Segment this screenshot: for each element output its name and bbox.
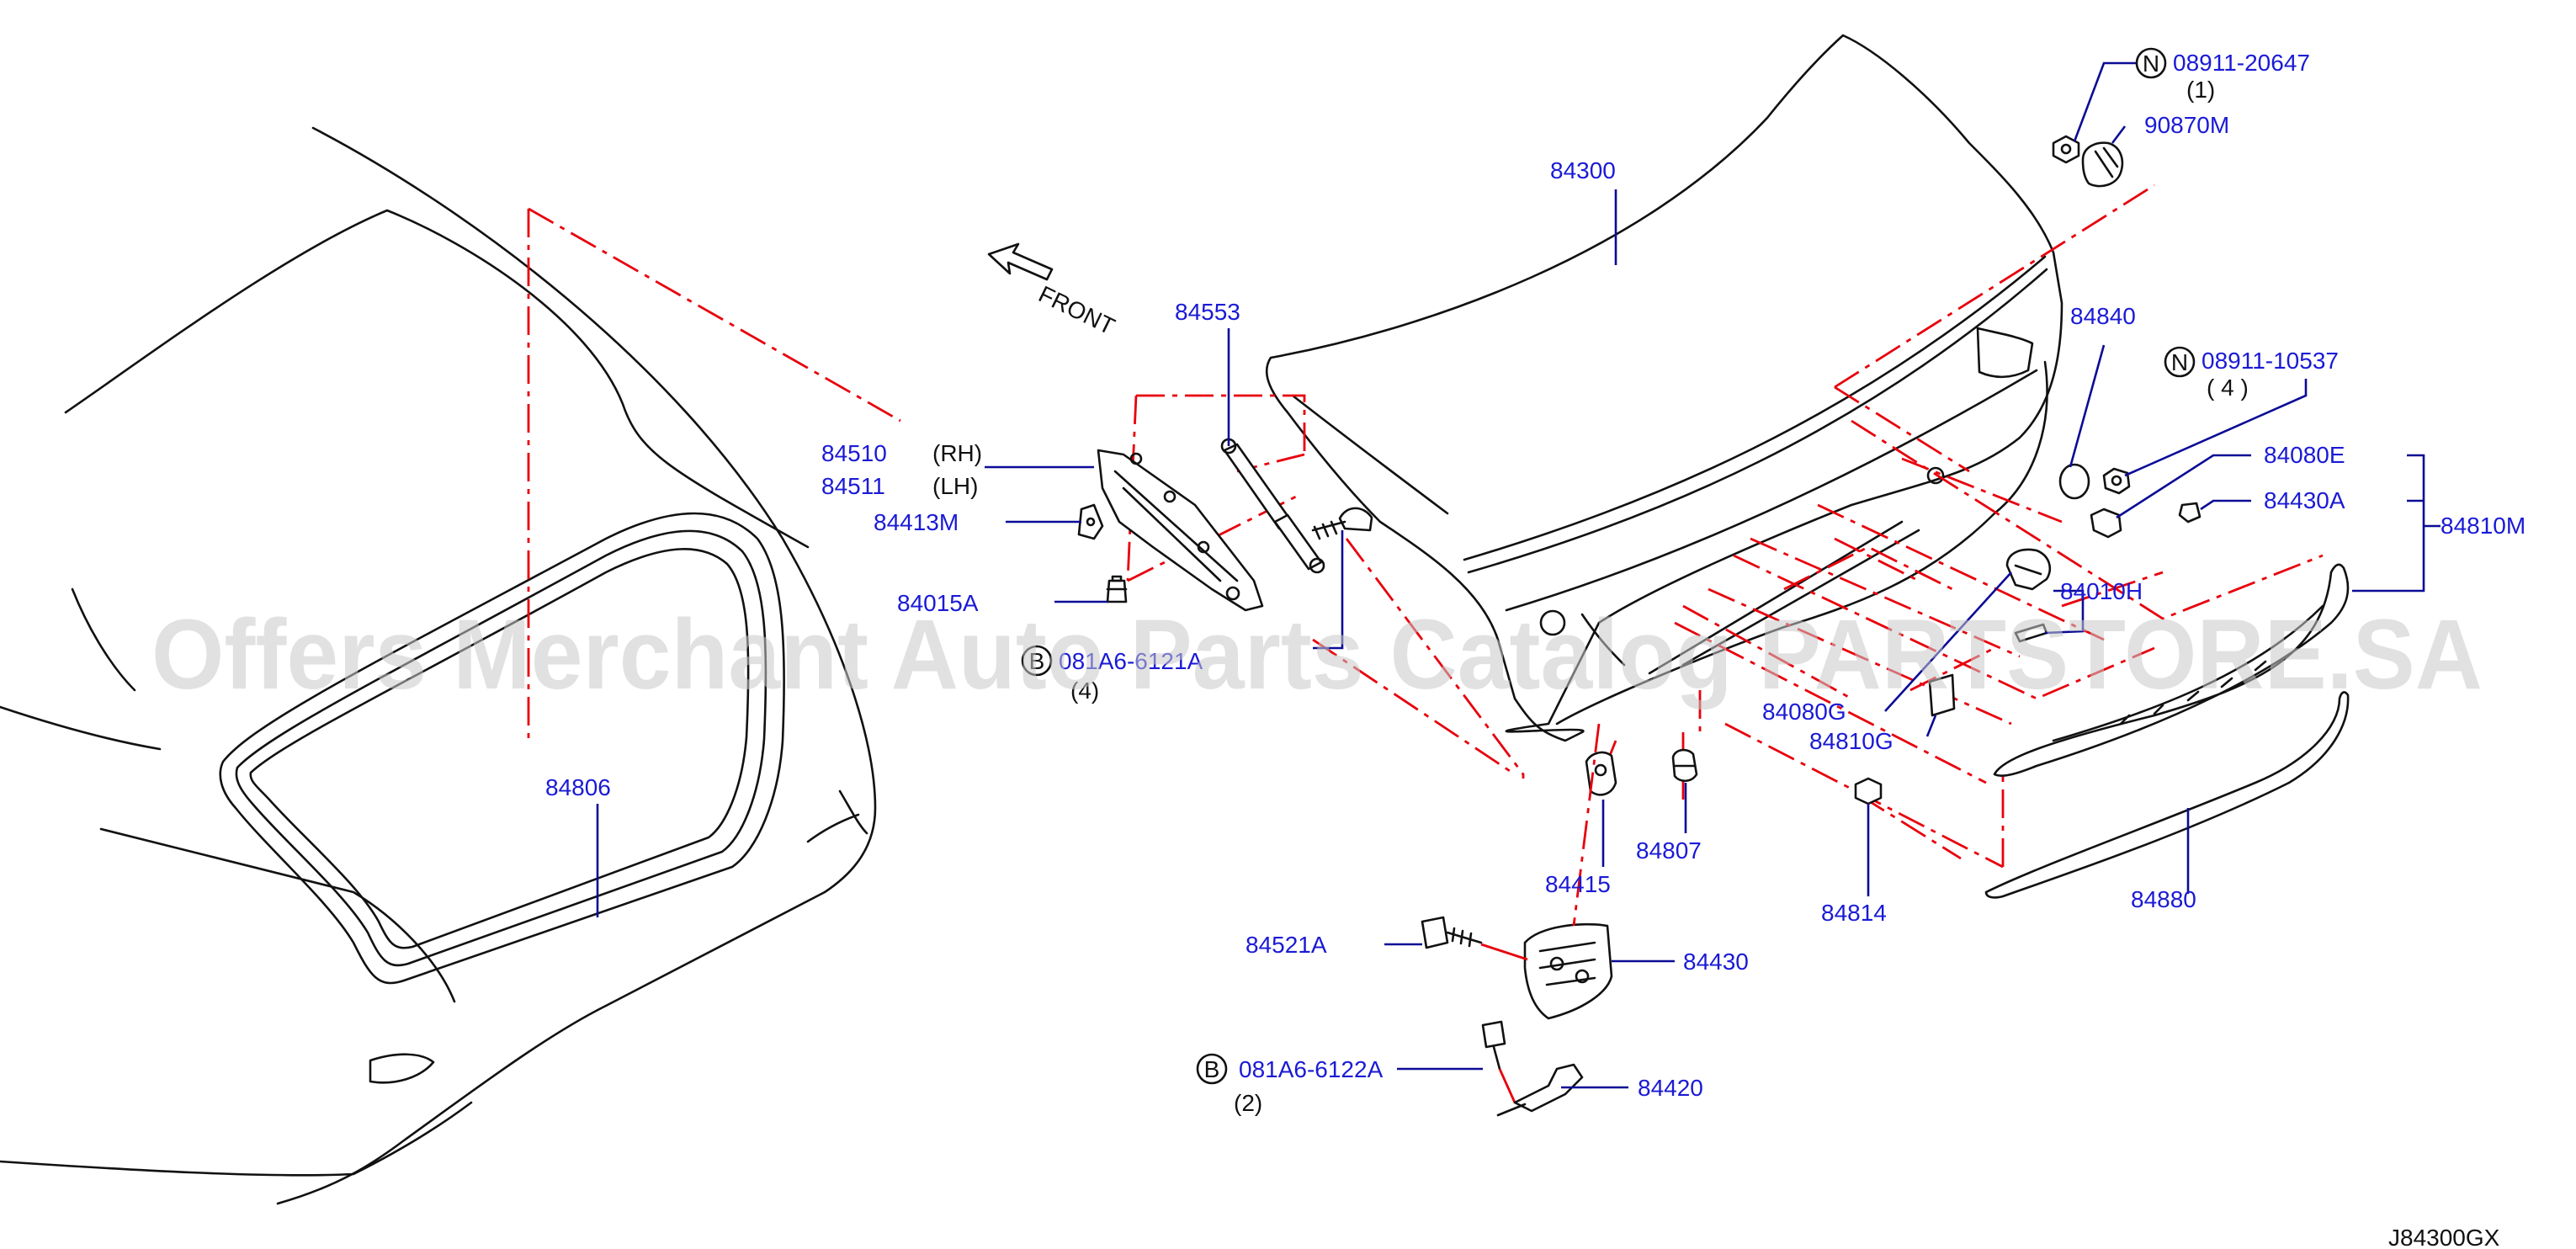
label-84015a[interactable]: 84015A <box>897 590 979 616</box>
label-84840[interactable]: 84840 <box>2070 303 2136 329</box>
label-84413m[interactable]: 84413M <box>874 509 959 535</box>
label-84810g[interactable]: 84810G <box>1809 728 1893 754</box>
label-84880[interactable]: 84880 <box>2131 886 2196 912</box>
nut-08911-10537[interactable] <box>2102 467 2131 495</box>
circled-b-icon: B <box>1196 1053 1228 1085</box>
bolt-84015a[interactable] <box>1106 575 1128 603</box>
clip-84814[interactable] <box>1854 777 1883 805</box>
grommet-84840[interactable] <box>2058 463 2090 500</box>
hinge-bracket-84413m[interactable] <box>1077 503 1104 540</box>
circled-n-icon: N <box>2135 47 2167 79</box>
label-84807[interactable]: 84807 <box>1636 837 1702 864</box>
label-081a6-6122a[interactable]: 081A6-6122A <box>1239 1056 1384 1082</box>
front-arrow-icon <box>987 242 1054 281</box>
label-84814[interactable]: 84814 <box>1821 900 1887 926</box>
label-84420[interactable]: 84420 <box>1638 1075 1703 1101</box>
label-84521a[interactable]: 84521A <box>1246 932 1327 958</box>
lock-rod-84420[interactable] <box>1496 1063 1584 1117</box>
bolt-84521a[interactable] <box>1421 916 1483 949</box>
bumper-90870m[interactable] <box>2081 141 2124 188</box>
license-garnish[interactable] <box>1993 563 2350 777</box>
bolt-line-84521a <box>1480 943 1528 961</box>
bolt-line-081a6-6122a <box>1498 1068 1516 1103</box>
label-84511[interactable]: 84511 <box>821 473 885 499</box>
label-84300[interactable]: 84300 <box>1550 157 1616 183</box>
qty-1: (1) <box>2186 77 2215 103</box>
trunk-lid-hinge[interactable] <box>1097 449 1264 612</box>
label-081a6-6121a[interactable]: 081A6-6121A <box>1059 648 1203 674</box>
part-labels: 84300 08911-20647 (1) 90870M 84840 08911… <box>545 50 2526 1249</box>
label-08911-10537[interactable]: 08911-10537 <box>2202 348 2339 374</box>
label-84510[interactable]: 84510 <box>821 440 887 466</box>
label-08911-20647[interactable]: 08911-20647 <box>2173 50 2310 76</box>
bolt-081a6-6122a[interactable] <box>1481 1020 1506 1071</box>
trunk-finisher[interactable] <box>1984 691 2350 899</box>
bumper-84430a[interactable] <box>2178 502 2202 524</box>
clip-84010h[interactable] <box>2005 548 2051 591</box>
plate-84080g[interactable] <box>1928 673 1956 717</box>
circled-n-icon: N <box>2164 346 2196 378</box>
label-84080e[interactable]: 84080E <box>2264 442 2345 468</box>
nut-08911-20647[interactable] <box>2052 135 2080 164</box>
label-84430[interactable]: 84430 <box>1683 949 1749 975</box>
svg-text:N: N <box>2171 349 2188 375</box>
trunk-lock[interactable] <box>1523 922 1613 1020</box>
label-84010h[interactable]: 84010H <box>2060 578 2143 604</box>
phantom-lines-left <box>527 207 901 741</box>
circled-b-icon: B <box>1021 645 1053 677</box>
qty-4b: (4) <box>1070 678 1099 704</box>
bumper-84807[interactable] <box>1671 748 1698 783</box>
gas-stay[interactable] <box>1220 438 1325 574</box>
label-84806[interactable]: 84806 <box>545 774 611 800</box>
trunk-lid[interactable] <box>1265 34 2063 742</box>
bolt-081a6-6121a[interactable] <box>1311 507 1373 540</box>
qty-2: (2) <box>1234 1090 1262 1116</box>
label-84415[interactable]: 84415 <box>1545 871 1611 897</box>
trunk-weatherstrip-seal[interactable] <box>219 512 785 985</box>
front-label: FRONT <box>1034 281 1118 340</box>
label-84553[interactable]: 84553 <box>1175 299 1240 325</box>
phantom-lines-lid <box>1126 183 2324 869</box>
label-84430a[interactable]: 84430A <box>2264 487 2345 513</box>
car-body-outline <box>0 126 877 1205</box>
svg-text:N: N <box>2143 50 2159 77</box>
watermark-text: Offers Merchant Auto Parts Catalog PARTS… <box>151 599 2483 710</box>
clip-84080e[interactable] <box>2090 508 2122 539</box>
figure-code: J84300GX <box>2388 1225 2500 1249</box>
label-84810m[interactable]: 84810M <box>2441 513 2526 539</box>
phantom-lock <box>1572 723 1601 927</box>
side-lh: (LH) <box>932 473 978 499</box>
qty-4: ( 4 ) <box>2207 375 2249 401</box>
label-84080g[interactable]: 84080G <box>1762 699 1846 725</box>
side-rh: (RH) <box>932 440 982 466</box>
svg-text:B: B <box>1204 1056 1220 1082</box>
svg-text:B: B <box>1029 648 1045 674</box>
label-90870m[interactable]: 90870M <box>2144 112 2229 138</box>
leader-lines <box>596 61 2441 1089</box>
